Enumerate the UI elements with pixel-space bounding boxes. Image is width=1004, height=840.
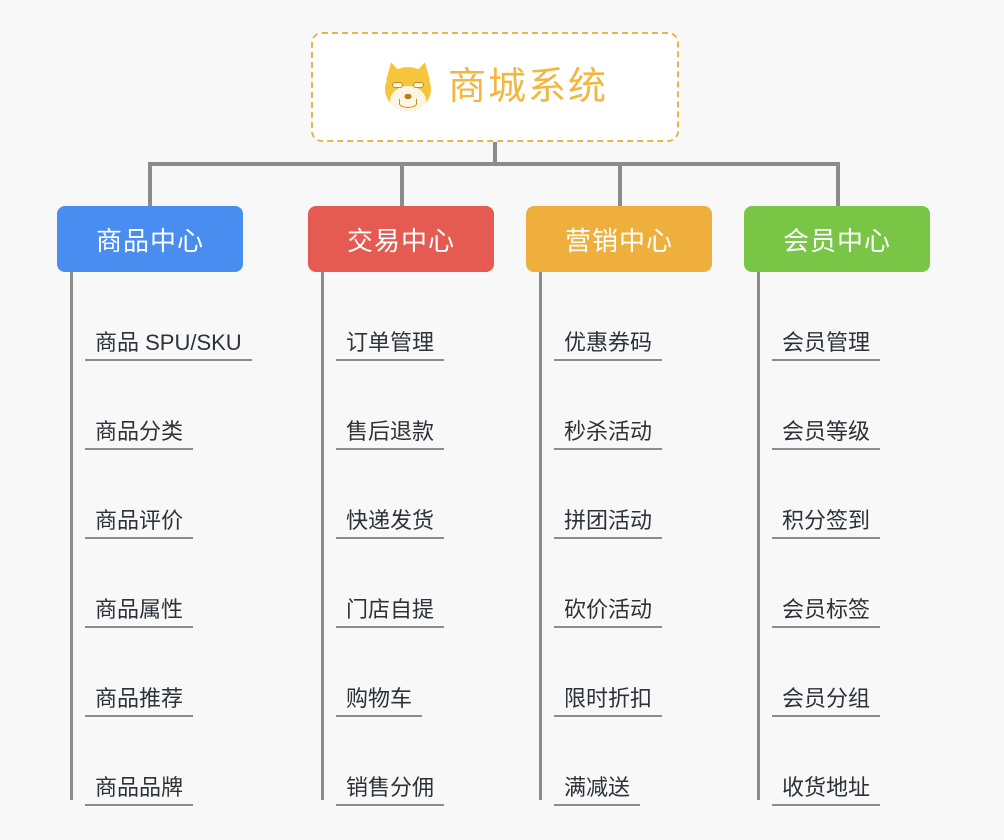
leaf-item[interactable]: 购物车 [308, 628, 494, 717]
connector-drop-4 [836, 162, 840, 208]
leaf-item[interactable]: 商品属性 [57, 539, 243, 628]
leaf-item-label: 会员等级 [772, 419, 881, 450]
branch-header-trade[interactable]: 交易中心 [308, 206, 494, 272]
branch-items-product: 商品 SPU/SKU 商品分类 商品评价 商品属性 商品推荐 商品品牌 [57, 272, 252, 806]
connector-root-stem [493, 142, 497, 166]
leaf-item-label: 积分签到 [772, 508, 881, 539]
branch-spine [539, 272, 542, 800]
leaf-item-label: 收货地址 [772, 775, 881, 806]
branch-header-label: 营销中心 [564, 225, 673, 256]
leaf-item[interactable]: 商品推荐 [57, 628, 243, 717]
connector-drop-2 [400, 162, 404, 208]
leaf-item-label: 满减送 [554, 775, 641, 806]
leaf-item[interactable]: 优惠券码 [526, 272, 712, 361]
leaf-item-label: 购物车 [336, 686, 423, 717]
branch-header-label: 交易中心 [346, 225, 455, 256]
branch-column-product: 商品中心 商品 SPU/SKU 商品分类 商品评价 商品属性 商品推荐 商品品牌 [57, 206, 252, 806]
leaf-item-label: 商品 SPU/SKU [85, 330, 252, 361]
leaf-item-label: 商品评价 [85, 508, 194, 539]
branch-header-label: 商品中心 [95, 225, 204, 256]
leaf-item-label: 优惠券码 [554, 330, 663, 361]
branch-header-label: 会员中心 [782, 225, 891, 256]
branch-column-marketing: 营销中心 优惠券码 秒杀活动 拼团活动 砍价活动 限时折扣 满减送 [526, 206, 712, 806]
leaf-item[interactable]: 商品评价 [57, 450, 243, 539]
branch-spine [757, 272, 760, 800]
leaf-item[interactable]: 满减送 [526, 717, 712, 806]
leaf-item[interactable]: 商品 SPU/SKU [57, 272, 252, 361]
leaf-item[interactable]: 商品品牌 [57, 717, 243, 806]
leaf-item-label: 商品品牌 [85, 775, 194, 806]
root-title: 商城系统 [447, 66, 608, 108]
branch-spine [70, 272, 73, 800]
leaf-item-label: 会员管理 [772, 330, 881, 361]
leaf-item[interactable]: 拼团活动 [526, 450, 712, 539]
leaf-item[interactable]: 会员标签 [744, 539, 930, 628]
leaf-item[interactable]: 门店自提 [308, 539, 494, 628]
connector-drop-3 [618, 162, 622, 208]
leaf-item[interactable]: 砍价活动 [526, 539, 712, 628]
leaf-item[interactable]: 会员等级 [744, 361, 930, 450]
branch-header-member[interactable]: 会员中心 [744, 206, 930, 272]
leaf-item-label: 销售分佣 [336, 775, 445, 806]
branch-items-marketing: 优惠券码 秒杀活动 拼团活动 砍价活动 限时折扣 满减送 [526, 272, 712, 806]
branch-spine [321, 272, 324, 800]
leaf-item[interactable]: 商品分类 [57, 361, 243, 450]
leaf-item[interactable]: 销售分佣 [308, 717, 494, 806]
leaf-item[interactable]: 快递发货 [308, 450, 494, 539]
leaf-item-label: 会员分组 [772, 686, 881, 717]
leaf-item[interactable]: 订单管理 [308, 272, 494, 361]
branch-header-product[interactable]: 商品中心 [57, 206, 243, 272]
leaf-item[interactable]: 积分签到 [744, 450, 930, 539]
leaf-item-label: 商品属性 [85, 597, 194, 628]
leaf-item-label: 会员标签 [772, 597, 881, 628]
branch-items-trade: 订单管理 售后退款 快递发货 门店自提 购物车 销售分佣 [308, 272, 494, 806]
leaf-item[interactable]: 收货地址 [744, 717, 930, 806]
branch-column-member: 会员中心 会员管理 会员等级 积分签到 会员标签 会员分组 收货地址 [744, 206, 930, 806]
leaf-item-label: 商品推荐 [85, 686, 194, 717]
branch-column-trade: 交易中心 订单管理 售后退款 快递发货 门店自提 购物车 销售分佣 [308, 206, 494, 806]
leaf-item[interactable]: 会员分组 [744, 628, 930, 717]
leaf-item[interactable]: 售后退款 [308, 361, 494, 450]
leaf-item-label: 快递发货 [336, 508, 445, 539]
leaf-item-label: 限时折扣 [554, 686, 663, 717]
shiba-inu-face-icon [382, 60, 434, 113]
leaf-item-label: 门店自提 [336, 597, 445, 628]
leaf-item-label: 售后退款 [336, 419, 445, 450]
leaf-item[interactable]: 会员管理 [744, 272, 930, 361]
leaf-item-label: 秒杀活动 [554, 419, 663, 450]
branch-header-marketing[interactable]: 营销中心 [526, 206, 712, 272]
leaf-item[interactable]: 秒杀活动 [526, 361, 712, 450]
leaf-item-label: 拼团活动 [554, 508, 663, 539]
leaf-item-label: 订单管理 [336, 330, 445, 361]
leaf-item-label: 砍价活动 [554, 597, 663, 628]
connector-horizontal-bus [148, 162, 840, 166]
connector-drop-1 [148, 162, 152, 208]
leaf-item[interactable]: 限时折扣 [526, 628, 712, 717]
leaf-item-label: 商品分类 [85, 419, 194, 450]
branch-items-member: 会员管理 会员等级 积分签到 会员标签 会员分组 收货地址 [744, 272, 930, 806]
root-node[interactable]: 商城系统 [311, 32, 679, 142]
